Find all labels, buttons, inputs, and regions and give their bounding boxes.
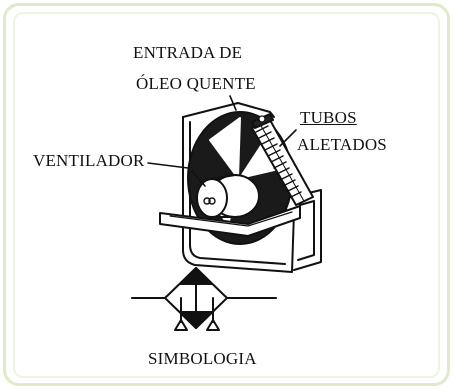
label-ventilador: VENTILADOR [33, 151, 145, 170]
label-tubos: TUBOS [300, 108, 357, 127]
leader-lines [147, 95, 297, 187]
fan-motor [196, 174, 260, 218]
inner-frame [13, 12, 440, 378]
label-aletados: ALETADOS [297, 135, 387, 154]
base-tray [159, 205, 301, 237]
label-simbologia: SIMBOLOGIA [148, 349, 257, 368]
label-entrada-line2: ÓLEO QUENTE [136, 74, 256, 93]
cooler-symbol [131, 267, 277, 331]
label-entrada-line1: ENTRADA DE [133, 43, 243, 62]
finned-tubes [251, 113, 314, 206]
